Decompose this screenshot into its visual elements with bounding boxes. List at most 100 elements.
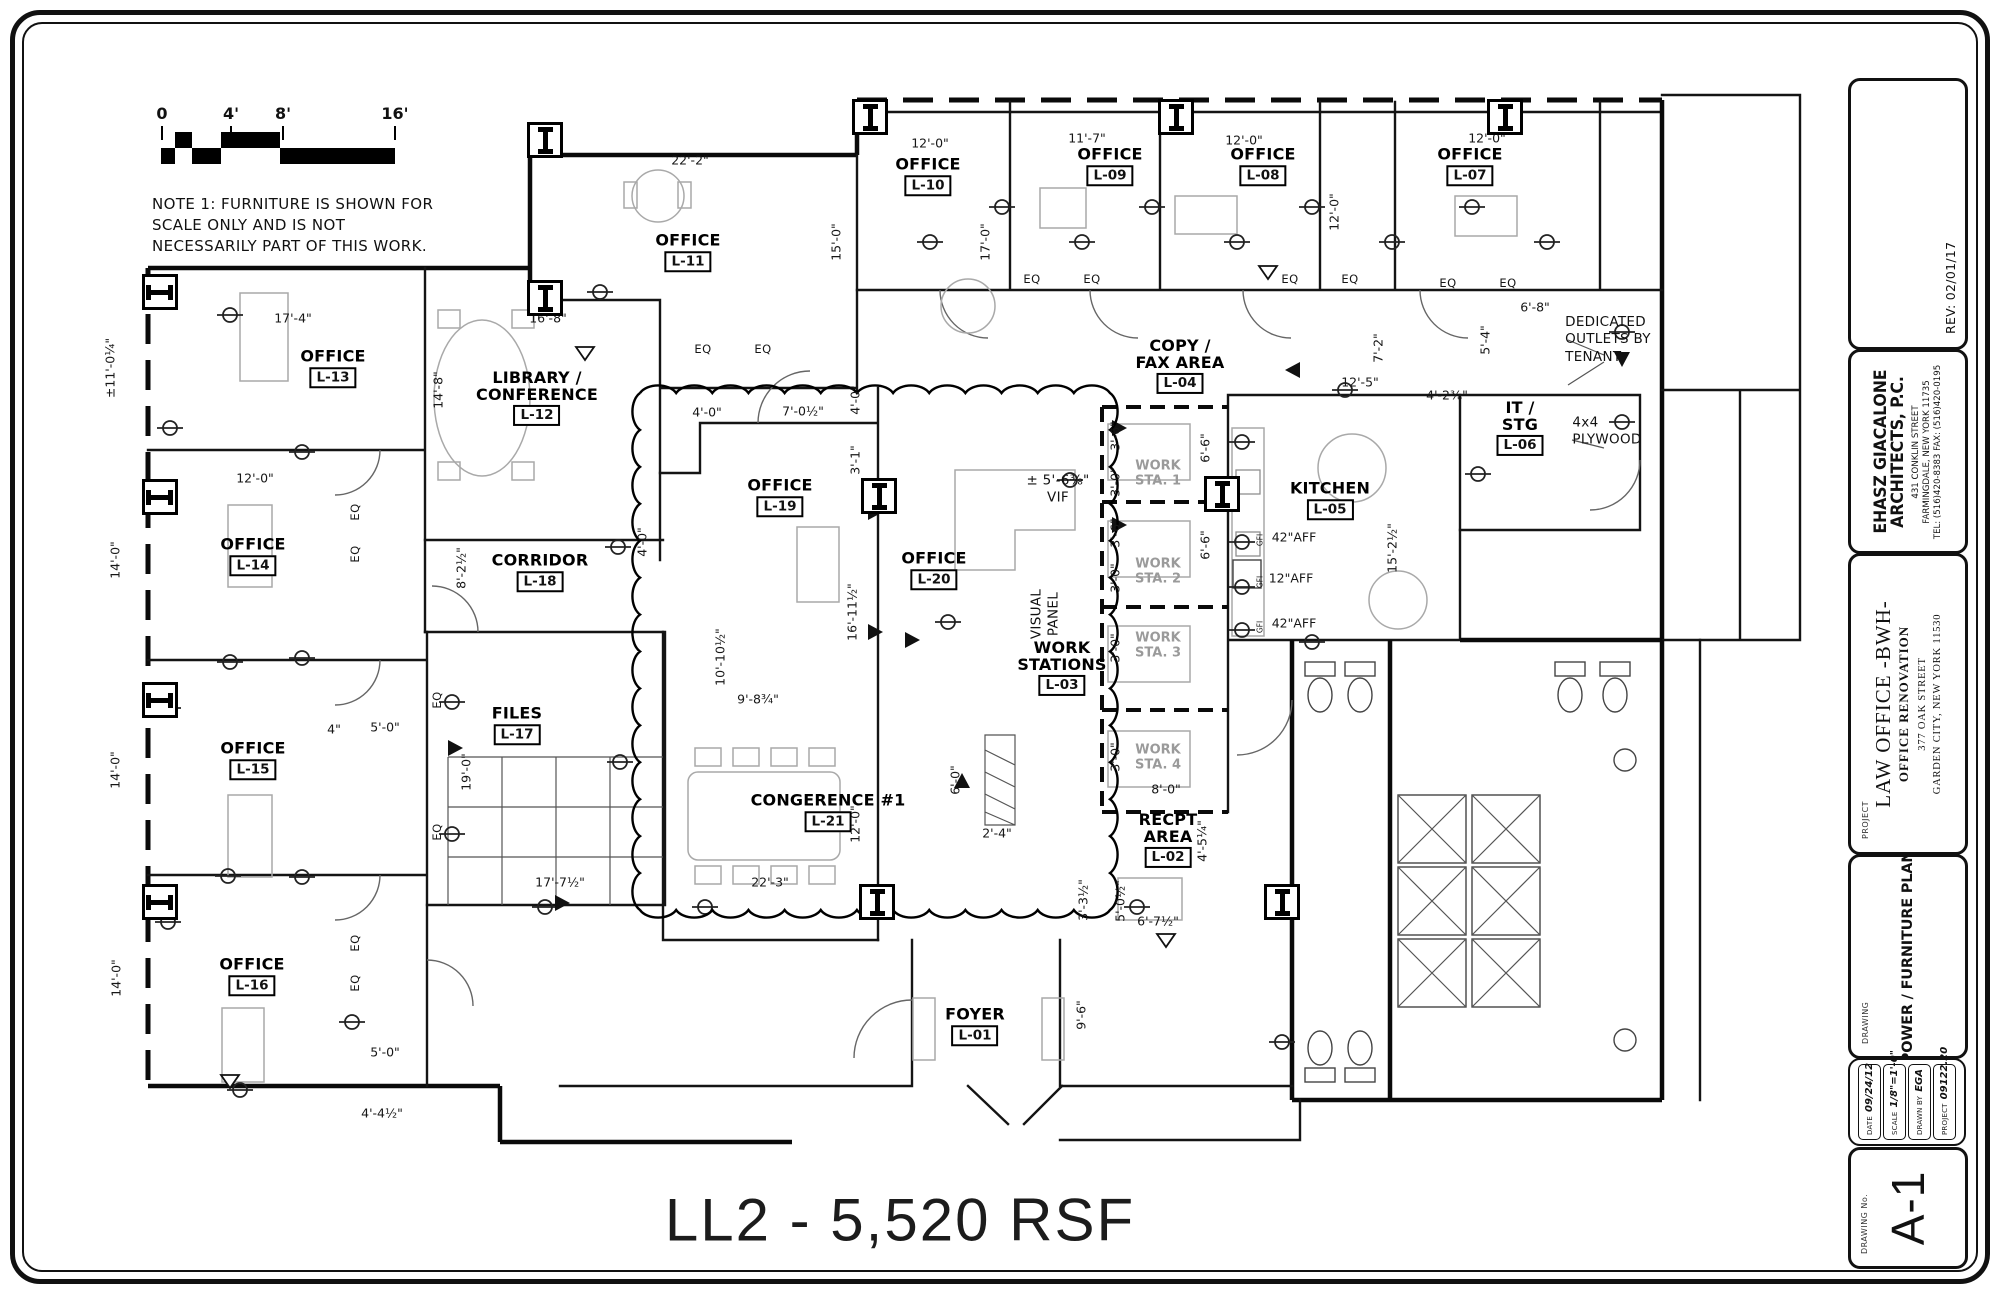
column-ibeam-symbol xyxy=(1204,476,1240,512)
data-tel-outlet-icon xyxy=(1614,352,1630,367)
column-ibeam-symbol xyxy=(852,99,888,135)
scale-bar-graphic xyxy=(160,126,400,165)
room-number-tag: L-20 xyxy=(910,568,958,590)
column-ibeam-symbol xyxy=(527,122,563,158)
room-number-tag: L-15 xyxy=(229,758,277,780)
dimension-label: 15'-2½" xyxy=(1384,523,1400,573)
room-name: KITCHEN xyxy=(1289,478,1371,498)
firm-address: 431 CONKLIN STREET FARMINGDALE, NEW YORK… xyxy=(1910,364,1943,539)
dimension-label: 5'-0" xyxy=(370,719,400,735)
dimension-label: 3'-3½" xyxy=(1075,879,1091,921)
dimension-label: 6'-8" xyxy=(1520,299,1550,315)
room-number-tag: L-12 xyxy=(513,405,561,427)
dimension-label: 5'-0½" xyxy=(1112,880,1128,922)
data-tel-outlet-icon xyxy=(448,740,463,756)
dimension-label: 42"AFF xyxy=(1271,615,1317,631)
titleblock-firm-box: EHASZ GIACALONE ARCHITECTS, P.C. 431 CON… xyxy=(1848,349,1968,554)
room-name: OFFICE xyxy=(1437,144,1503,164)
project-box-label: PROJECT xyxy=(1861,800,1870,839)
ibeam-icon xyxy=(146,692,174,708)
ibeam-icon xyxy=(537,284,553,312)
tel-symbol-icon xyxy=(574,346,596,362)
room-number-tag: L-05 xyxy=(1306,498,1354,520)
eq-dimension-label: EQ xyxy=(1083,272,1101,286)
room-number-tag: L-02 xyxy=(1144,847,1192,869)
dimension-label: 14'-0" xyxy=(107,541,123,579)
tel-symbol-icon xyxy=(219,1074,241,1090)
room-number-tag: L-19 xyxy=(756,495,804,517)
plan-annotation: 4x4 PLYWOOD xyxy=(1572,414,1642,448)
dimension-label: 14'-0" xyxy=(107,751,123,789)
dimension-label: 42"AFF xyxy=(1271,529,1317,545)
dimension-label: 17'-7½" xyxy=(535,874,585,890)
dimension-label: 10'-10½" xyxy=(712,628,728,686)
titleblock-number-box: DRAWING No. A-1 xyxy=(1848,1147,1968,1269)
ibeam-icon xyxy=(1214,480,1230,508)
dimension-label: 15'-0" xyxy=(828,223,844,261)
room-number-tag: L-11 xyxy=(664,250,712,272)
field-value: 09/24/12 xyxy=(1864,1062,1875,1112)
dimension-label: 5'-0" xyxy=(370,1044,400,1060)
dimension-label: 6'-6" xyxy=(1197,530,1213,560)
scale-tick-16: 16' xyxy=(381,104,409,123)
dimension-label: 12'-0" xyxy=(1225,132,1263,148)
eq-dimension-label: EQ xyxy=(430,691,444,709)
gfi-outlet-label: GFI xyxy=(1255,575,1265,589)
eq-dimension-label: EQ xyxy=(1439,276,1457,290)
dimension-label: 3'-0" xyxy=(1107,633,1123,663)
scale-bar-ticks: 0 4' 8' 16' xyxy=(156,104,408,126)
room-name: COPY / FAX AREA xyxy=(1135,335,1225,372)
ibeam-icon xyxy=(146,284,174,300)
room-number-tag: L-16 xyxy=(228,974,276,996)
room-name: RECPT AREA xyxy=(1138,809,1198,846)
eq-dimension-label: EQ xyxy=(1499,276,1517,290)
core-fixtures-layer xyxy=(1304,661,1637,1083)
dimension-label: 12'-5" xyxy=(1341,374,1379,390)
dimension-label: 4'-4½" xyxy=(361,1105,403,1121)
ibeam-icon xyxy=(1168,103,1184,131)
gfi-outlet-label: GFI xyxy=(1255,620,1265,634)
ibeam-icon xyxy=(1274,888,1290,916)
tel-symbol-icon xyxy=(1257,265,1279,281)
dimension-label: 16'-11½" xyxy=(844,583,860,641)
workstation-label: WORK STA. 1 xyxy=(1134,458,1182,488)
room-number-tag: L-08 xyxy=(1239,164,1287,186)
dimension-label: 8'-2½" xyxy=(453,547,469,589)
column-ibeam-symbol xyxy=(142,884,178,920)
dimension-label: 4'-0" xyxy=(634,527,650,557)
field-value: 09122.20 xyxy=(1939,1046,1950,1100)
column-ibeam-symbol xyxy=(142,479,178,515)
drawing-number-label: DRAWING No. xyxy=(1860,1193,1869,1254)
dimension-label: 5'-4" xyxy=(1477,325,1493,355)
field-label: DATE xyxy=(1865,1115,1874,1135)
dimension-label: 9'-6" xyxy=(1073,1000,1089,1030)
dimension-label: 3'-6" xyxy=(1107,518,1123,548)
project-address: 377 OAK STREET GARDEN CITY, NEW YORK 115… xyxy=(1916,613,1943,795)
room-number-tag: L-10 xyxy=(904,174,952,196)
column-ibeam-symbol xyxy=(861,478,897,514)
data-tel-outlet-icon xyxy=(555,895,570,911)
data-tel-outlet-icon xyxy=(954,773,970,788)
column-ibeam-symbol xyxy=(527,280,563,316)
data-tel-outlet-icon xyxy=(1112,517,1127,533)
eq-dimension-label: EQ xyxy=(348,545,362,563)
drawing-title: POWER / FURNITURE PLAN xyxy=(1900,850,1916,1063)
dimension-label: 17'-0" xyxy=(977,223,993,261)
project-subtitle: OFFICE RENOVATION xyxy=(1895,625,1911,783)
walls-layer xyxy=(145,93,1802,1145)
dimension-label: 6'-0" xyxy=(947,765,963,795)
dimension-label: 4'-0" xyxy=(847,385,863,415)
